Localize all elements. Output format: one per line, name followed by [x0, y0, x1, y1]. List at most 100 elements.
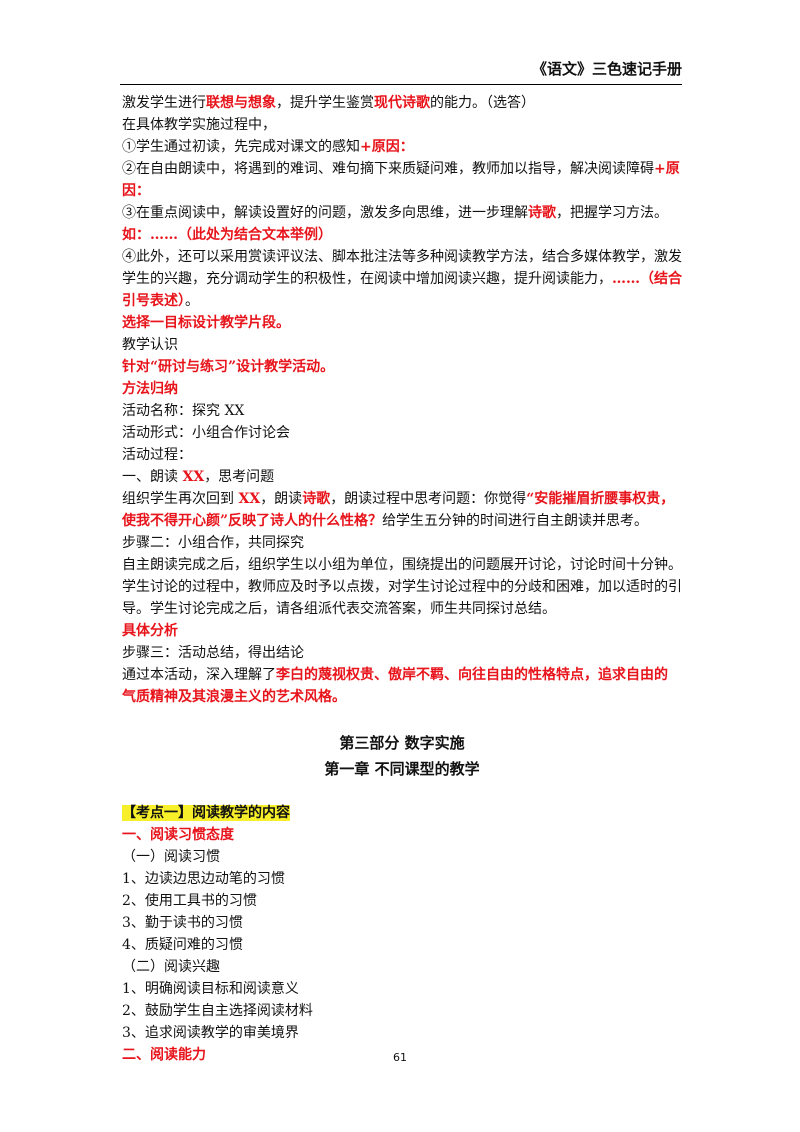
key-point-text: 二、阅读能力 [122, 1047, 206, 1063]
body-text: 通过本活动，深入理解了 [122, 667, 276, 683]
text-line: 二、阅读能力 [122, 1044, 682, 1066]
text-line: 2、鼓励学生自主选择阅读材料 [122, 1000, 682, 1022]
outline-list: 一、阅读习惯态度 （一）阅读习惯 1、边读边思边动笔的习惯 2、使用工具书的习惯 3、勤… [122, 824, 682, 1066]
body-text: 活动名称：探究 XX [122, 403, 245, 419]
body-text: 教学认识 [122, 337, 178, 353]
text-line: 使我不得开心颜”反映了诗人的什么性格？给学生五分钟的时间进行自主朗读并思考。 [122, 510, 682, 532]
key-point-text: 诗歌 [302, 491, 331, 507]
body-text: 3、追求阅读教学的审美境界 [122, 1025, 299, 1041]
page-content: 激发学生进行联想与想象，提升学生鉴赏现代诗歌的能力。（选答） 在具体教学实施过程中… [122, 92, 682, 1066]
text-line: 引号表述）。 [122, 290, 682, 312]
key-point-text: 方法归纳 [122, 381, 178, 397]
text-line: 3、勤于读书的习惯 [122, 912, 682, 934]
body-text: 1、边读边思边动笔的习惯 [122, 871, 285, 887]
key-point-text: XX [182, 469, 205, 485]
body-text: 学生的兴趣，充分调动学生的积极性，在阅读中增加阅读兴趣，提升阅读能力， [122, 271, 612, 287]
body-text: 4、质疑问难的习惯 [122, 937, 243, 953]
text-line: ①学生通过初读，先完成对课文的感知+原因： [122, 136, 682, 158]
body-text: 组织学生再次回到 [122, 491, 239, 507]
key-point-text: 如：……（此处为结合文本举例） [122, 227, 332, 243]
body-text: ①学生通过初读，先完成对课文的感知 [122, 139, 360, 155]
key-point-text: 针对“研讨与练习”设计教学活动。 [122, 359, 335, 375]
part-heading: 第三部分 数字实施 [339, 734, 465, 752]
text-line: 活动名称：探究 XX [122, 400, 682, 422]
key-point-text: 使我不得开心颜”反映了诗人的什么性格？ [122, 513, 383, 529]
text-line: 自主朗读完成之后，组织学生以小组为单位，围绕提出的问题展开讨论，讨论时间十分钟。 [122, 554, 682, 576]
body-text: 导。学生讨论完成之后，请各组派代表交流答案，师生共同探讨总结。 [122, 601, 556, 617]
text-line: 一、朗读 XX，思考问题 [122, 466, 682, 488]
text-line: ④此外，还可以采用赏读评议法、脚本批注法等多种阅读教学方法，结合多媒体教学，激发 [122, 246, 682, 268]
body-text: 1、明确阅读目标和阅读意义 [122, 981, 299, 997]
key-point-text: 一、阅读习惯态度 [122, 827, 234, 843]
text-line: ②在自由朗读中，将遇到的难词、难句摘下来质疑问难，教师加以指导，解决阅读障碍+原 [122, 158, 682, 180]
body-text: ②在自由朗读中，将遇到的难词、难句摘下来质疑问难，教师加以指导，解决阅读障碍 [122, 161, 654, 177]
body-text: 步骤二：小组合作，共同探究 [122, 535, 304, 551]
text-line: 选择一目标设计教学片段。 [122, 312, 682, 334]
text-line: 激发学生进行联想与想象，提升学生鉴赏现代诗歌的能力。（选答） [122, 92, 682, 114]
body-text: 激发学生进行 [122, 95, 206, 111]
text-line: 因： [122, 180, 682, 202]
text-line: 步骤二：小组合作，共同探究 [122, 532, 682, 554]
body-text: 2、使用工具书的习惯 [122, 893, 257, 909]
body-text: 活动过程： [122, 447, 192, 463]
body-text: 一、朗读 [122, 469, 183, 485]
text-line: 组织学生再次回到 XX，朗读诗歌，朗读过程中思考问题：你觉得“安能摧眉折腰事权贵… [122, 488, 682, 510]
body-text: （二）阅读兴趣 [122, 959, 220, 975]
text-line: 活动过程： [122, 444, 682, 466]
text-line: 1、边读边思边动笔的习惯 [122, 868, 682, 890]
key-point-text: +原 [654, 161, 680, 177]
body-text-block: 激发学生进行联想与想象，提升学生鉴赏现代诗歌的能力。（选答） 在具体教学实施过程中… [122, 92, 682, 708]
key-point-text: 因： [122, 183, 150, 199]
key-point-text: 气质精神及其浪漫主义的艺术风格。 [122, 689, 346, 705]
text-line: 学生讨论的过程中，教师应及时予以点拨，对学生讨论过程中的分歧和困难，加以适时的引 [122, 576, 682, 598]
body-text: ，思考问题 [204, 469, 275, 485]
header-title: 《语文》三色速记手册 [531, 60, 682, 78]
body-text: 活动形式：小组合作讨论会 [122, 425, 290, 441]
key-point-text: 诗歌 [528, 205, 556, 221]
page-number: 61 [393, 1051, 407, 1064]
text-line: 2、使用工具书的习惯 [122, 890, 682, 912]
body-text: 2、鼓励学生自主选择阅读材料 [122, 1003, 313, 1019]
body-text: 的能力。（选答） [430, 95, 535, 111]
kaodian-label: 【考点一】阅读教学的内容 [122, 805, 290, 821]
body-text: ，朗读过程中思考问题：你觉得 [330, 491, 527, 507]
text-line: 气质精神及其浪漫主义的艺术风格。 [122, 686, 682, 708]
text-line: 导。学生讨论完成之后，请各组派代表交流答案，师生共同探讨总结。 [122, 598, 682, 620]
key-point-text: “安能摧眉折腰事权贵， [526, 491, 675, 507]
text-line: 方法归纳 [122, 378, 682, 400]
body-text: ③在重点阅读中，解读设置好的问题，激发多向思维，进一步理解 [122, 205, 528, 221]
text-line: 具体分析 [122, 620, 682, 642]
key-point-text: 现代诗歌 [374, 95, 430, 111]
text-line: 在具体教学实施过程中， [122, 114, 682, 136]
text-line: ③在重点阅读中，解读设置好的问题，激发多向思维，进一步理解诗歌，把握学习方法。 [122, 202, 682, 224]
text-line: 针对“研讨与练习”设计教学活动。 [122, 356, 682, 378]
key-point-text: 李白的蔑视权贵、傲岸不羁、向往自由的性格特点，追求自由的 [276, 667, 668, 683]
text-line: 活动形式：小组合作讨论会 [122, 422, 682, 444]
key-point-text: 引号表述） [122, 293, 185, 309]
body-text: ，提升学生鉴赏 [276, 95, 374, 111]
body-text: （一）阅读习惯 [122, 849, 220, 865]
body-text: 给学生五分钟的时间进行自主朗读并思考。 [382, 513, 649, 529]
body-text: ，把握学习方法。 [556, 205, 668, 221]
key-point-text: 选择一目标设计教学片段。 [122, 315, 290, 331]
body-text: ，朗读 [260, 491, 303, 507]
page-header: 《语文》三色速记手册 [120, 58, 682, 85]
text-line: 教学认识 [122, 334, 682, 356]
key-point-text: XX [238, 491, 261, 507]
body-text: 在具体教学实施过程中， [122, 117, 276, 133]
key-point-text: +原因： [360, 139, 414, 155]
key-point-text: ……（结合 [612, 271, 682, 287]
chapter-heading: 第一章 不同课型的教学 [324, 760, 480, 778]
key-point-text: 具体分析 [122, 623, 178, 639]
text-line: 步骤三：活动总结，得出结论 [122, 642, 682, 664]
text-line: （二）阅读兴趣 [122, 956, 682, 978]
key-point-text: 联想与想象 [206, 95, 276, 111]
text-line: 1、明确阅读目标和阅读意义 [122, 978, 682, 1000]
text-line: （一）阅读习惯 [122, 846, 682, 868]
text-line: 3、追求阅读教学的审美境界 [122, 1022, 682, 1044]
text-line: 一、阅读习惯态度 [122, 824, 682, 846]
text-line: 4、质疑问难的习惯 [122, 934, 682, 956]
body-text: 自主朗读完成之后，组织学生以小组为单位，围绕提出的问题展开讨论，讨论时间十分钟。 [122, 557, 682, 573]
body-text: 3、勤于读书的习惯 [122, 915, 243, 931]
body-text: ④此外，还可以采用赏读评议法、脚本批注法等多种阅读教学方法，结合多媒体教学，激发 [122, 249, 682, 265]
